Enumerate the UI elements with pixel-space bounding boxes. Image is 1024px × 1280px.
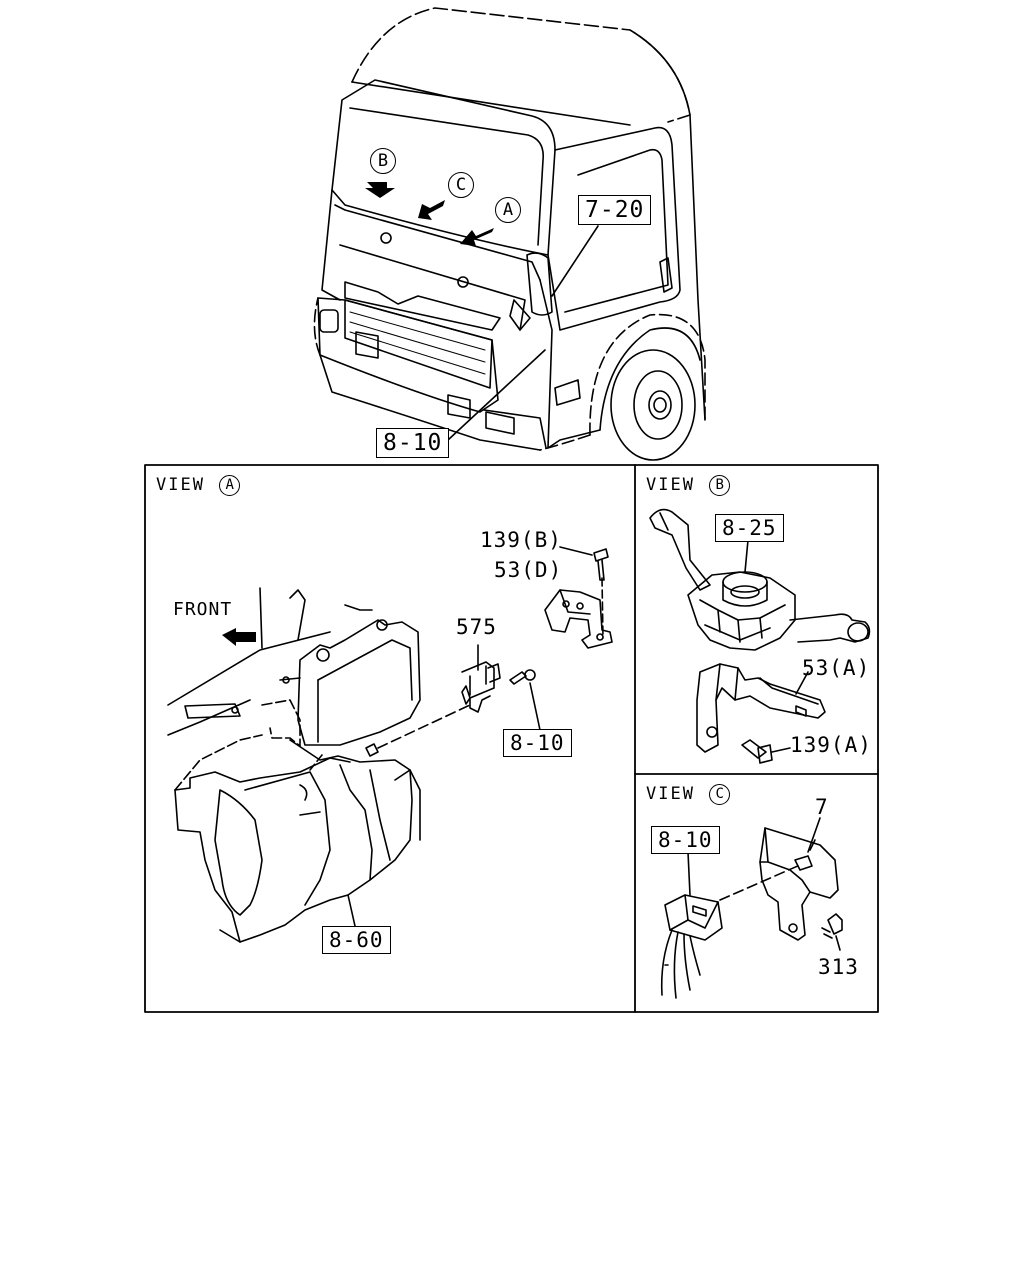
part-label-53a: 53(A) [802, 656, 871, 680]
ref-8-10-box: 8-10 [503, 729, 572, 757]
ref-7-20-callout: 7-20 [578, 195, 652, 225]
view-letter-badge: B [709, 474, 731, 496]
part-label-575: 575 [456, 615, 497, 639]
truck-cab-illustration [313, 7, 706, 461]
ref-8-10-box: 8-10 [651, 826, 720, 854]
view-b-marker: B [370, 148, 396, 174]
view-b-illustration [649, 508, 871, 764]
view-a-marker: A [495, 197, 521, 223]
view-c-marker: C [448, 172, 474, 198]
part-label-139a: 139(A) [790, 733, 872, 757]
part-label-139b: 139(B) [480, 528, 562, 552]
view-letter-badge: A [219, 474, 241, 496]
view-word: VIEW [156, 475, 205, 495]
part-label-7: 7 [815, 795, 829, 819]
ref-8-10-callout: 8-10 [376, 428, 450, 458]
view-a-title: VIEW A [156, 473, 241, 497]
view-c-illustration [660, 817, 843, 999]
front-label: FRONT [173, 599, 233, 620]
ref-8-60-box: 8-60 [322, 926, 391, 954]
view-word: VIEW [646, 475, 695, 495]
ref-8-25-box: 8-25 [715, 514, 784, 542]
view-word: VIEW [646, 784, 695, 804]
part-label-313: 313 [818, 955, 859, 979]
view-letter-badge: C [709, 783, 731, 805]
view-a-illustration [167, 546, 613, 943]
part-label-53d: 53(D) [494, 558, 563, 582]
view-b-title: VIEW B [646, 473, 731, 497]
view-frame [144, 464, 879, 1013]
view-c-title: VIEW C [646, 782, 731, 806]
